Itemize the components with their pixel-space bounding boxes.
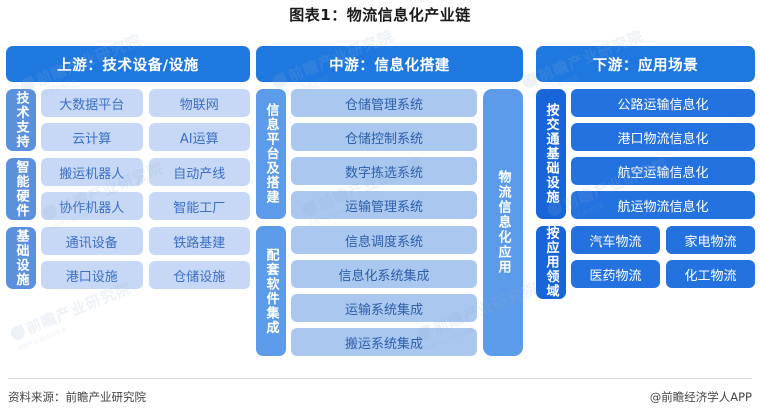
section-label-technology-support: 技术支持: [6, 89, 36, 151]
column-downstream: 下游：应用场景 按交通基础设施 公路运输信息化 港口物流信息化 航空运输信息化 …: [536, 46, 755, 299]
list-item[interactable]: AI运算: [148, 123, 250, 151]
list-item[interactable]: 信息化系统集成: [291, 260, 477, 288]
list-item[interactable]: 通讯设备: [41, 227, 143, 255]
list-item[interactable]: 仓储控制系统: [291, 123, 477, 151]
list-item[interactable]: 港口物流信息化: [571, 123, 755, 151]
section-label-info-platform: 信息平台及搭建: [256, 89, 286, 219]
list-item[interactable]: 航运物流信息化: [571, 191, 755, 219]
section-smart-hardware: 智能硬件 搬运机器人 自动产线 协作机器人 智能工厂: [6, 158, 250, 220]
section-label-infrastructure: 基础设施: [6, 227, 36, 289]
logistics-application-block: 物流信息化应用: [483, 89, 523, 356]
section-label-software-integration: 配套软件集成: [256, 226, 286, 356]
list-item[interactable]: 运输系统集成: [291, 294, 477, 322]
list-item[interactable]: 物联网: [148, 89, 250, 117]
list-item[interactable]: 航空运输信息化: [571, 157, 755, 185]
page-title: 图表1：物流信息化产业链: [289, 6, 471, 24]
column-header-midstream: 中游：信息化搭建: [256, 46, 523, 82]
list-item[interactable]: 搬运系统集成: [291, 328, 477, 356]
list-item[interactable]: 信息调度系统: [291, 226, 477, 254]
list-item[interactable]: 公路运输信息化: [571, 89, 755, 117]
list-item[interactable]: 搬运机器人: [41, 158, 143, 186]
list-item[interactable]: 汽车物流: [571, 226, 660, 254]
section-software-integration: 配套软件集成 信息调度系统 信息化系统集成 运输系统集成 搬运系统集成: [256, 226, 477, 356]
list-item[interactable]: 铁路基建: [148, 227, 250, 255]
section-info-platform: 信息平台及搭建 仓储管理系统 仓储控制系统 数字拣选系统 运输管理系统: [256, 89, 477, 219]
section-items-infrastructure: 通讯设备 铁路基建 港口设施 仓储设施: [41, 227, 250, 289]
section-label-smart-hardware: 智能硬件: [6, 158, 36, 220]
section-technology-support: 技术支持 大数据平台 物联网 云计算 AI运算: [6, 89, 250, 151]
source-label: 资料来源：前瞻产业研究院: [8, 390, 146, 404]
section-label-by-application-field: 按应用领域: [536, 226, 566, 299]
section-by-application-field: 按应用领域 汽车物流 家电物流 医药物流 化工物流: [536, 226, 755, 299]
section-by-transport-infrastructure: 按交通基础设施 公路运输信息化 港口物流信息化 航空运输信息化 航运物流信息化: [536, 89, 755, 219]
section-items-smart-hardware: 搬运机器人 自动产线 协作机器人 智能工厂: [41, 158, 250, 220]
section-items-software-integration: 信息调度系统 信息化系统集成 运输系统集成 搬运系统集成: [291, 226, 477, 356]
section-items-by-application-field: 汽车物流 家电物流 医药物流 化工物流: [571, 226, 755, 299]
credit-label: @前瞻经济学人APP: [649, 390, 752, 404]
midstream-body: 信息平台及搭建 仓储管理系统 仓储控制系统 数字拣选系统 运输管理系统 配套软件…: [256, 89, 523, 356]
section-items-technology-support: 大数据平台 物联网 云计算 AI运算: [41, 89, 250, 151]
list-item[interactable]: 协作机器人: [41, 192, 143, 220]
list-item[interactable]: 运输管理系统: [291, 191, 477, 219]
section-items-by-transport-infrastructure: 公路运输信息化 港口物流信息化 航空运输信息化 航运物流信息化: [571, 89, 755, 219]
section-label-by-transport-infrastructure: 按交通基础设施: [536, 89, 566, 219]
list-item[interactable]: 医药物流: [571, 260, 660, 288]
list-item[interactable]: 港口设施: [41, 261, 143, 289]
list-item[interactable]: 化工物流: [666, 260, 755, 288]
list-item[interactable]: 数字拣选系统: [291, 157, 477, 185]
list-item[interactable]: 家电物流: [666, 226, 755, 254]
column-header-downstream: 下游：应用场景: [536, 46, 755, 82]
footer: 资料来源：前瞻产业研究院 @前瞻经济学人APP: [8, 378, 752, 405]
section-infrastructure: 基础设施 通讯设备 铁路基建 港口设施 仓储设施: [6, 227, 250, 289]
list-item[interactable]: 仓储设施: [148, 261, 250, 289]
list-item[interactable]: 智能工厂: [148, 192, 250, 220]
list-item[interactable]: 大数据平台: [41, 89, 143, 117]
column-upstream: 上游：技术设备/设施 技术支持 大数据平台 物联网 云计算 AI运算 智能硬件 …: [6, 46, 250, 289]
midstream-sections: 信息平台及搭建 仓储管理系统 仓储控制系统 数字拣选系统 运输管理系统 配套软件…: [256, 89, 477, 356]
column-midstream: 中游：信息化搭建 信息平台及搭建 仓储管理系统 仓储控制系统 数字拣选系统 运输…: [256, 46, 523, 356]
list-item[interactable]: 云计算: [41, 123, 143, 151]
list-item[interactable]: 自动产线: [148, 158, 250, 186]
list-item[interactable]: 仓储管理系统: [291, 89, 477, 117]
column-header-upstream: 上游：技术设备/设施: [6, 46, 250, 82]
section-items-info-platform: 仓储管理系统 仓储控制系统 数字拣选系统 运输管理系统: [291, 89, 477, 219]
